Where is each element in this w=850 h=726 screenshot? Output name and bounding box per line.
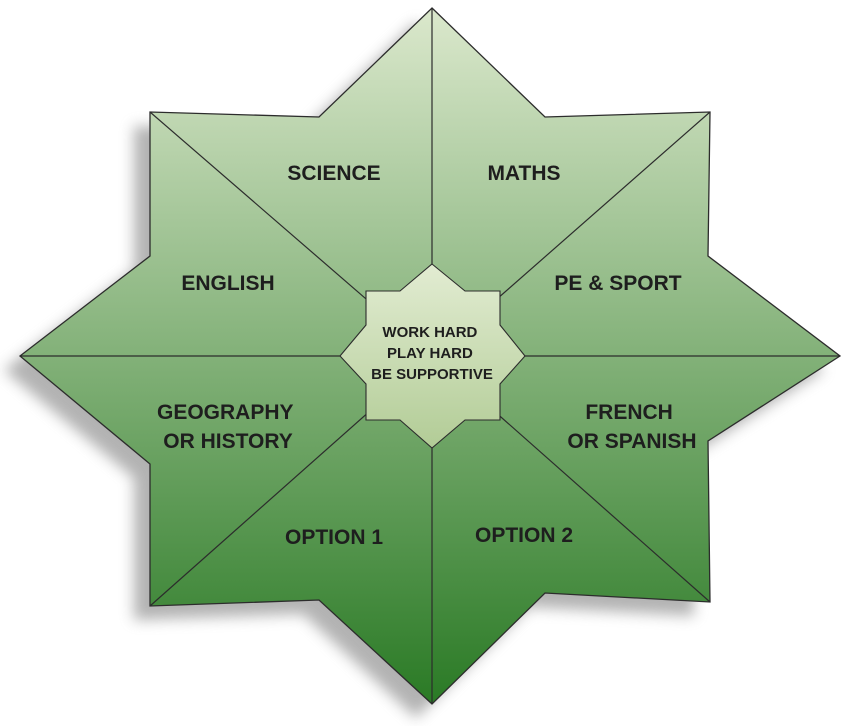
segment-label-pe-sport: PE & SPORT bbox=[554, 272, 681, 295]
segment-labels: SCIENCE MATHS PE & SPORT FRENCH OR SPANI… bbox=[157, 162, 697, 549]
segment-label-english: ENGLISH bbox=[181, 272, 274, 295]
segment-label-french-spanish: FRENCH OR SPANISH bbox=[567, 401, 696, 453]
segment-label-option-2: OPTION 2 bbox=[475, 524, 573, 547]
center-star bbox=[339, 263, 526, 449]
segment-label-maths: MATHS bbox=[487, 162, 560, 185]
center-motto: WORK HARD PLAY HARD BE SUPPORTIVE bbox=[371, 324, 493, 383]
segment-label-science: SCIENCE bbox=[287, 162, 380, 185]
center-motto-text: WORK HARD PLAY HARD BE SUPPORTIVE bbox=[371, 324, 493, 383]
segment-label-option-1: OPTION 1 bbox=[285, 526, 383, 549]
segment-label-geography-history: GEOGRAPHY OR HISTORY bbox=[157, 401, 299, 453]
